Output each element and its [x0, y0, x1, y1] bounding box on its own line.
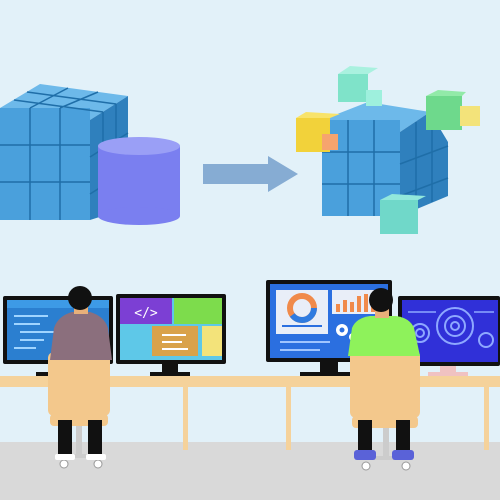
database-cylinder [98, 137, 180, 225]
floor [0, 442, 500, 500]
cube-right-top [322, 102, 430, 132]
cylinder-body [98, 146, 180, 216]
cube-right-side [400, 112, 448, 216]
person-left [48, 286, 112, 469]
cylinder-bottom [98, 207, 180, 225]
chair-back [48, 352, 110, 416]
desk-leg [484, 386, 489, 450]
block-teal-bottom [380, 194, 426, 234]
block-teal-top [338, 66, 378, 102]
cube-right-grid [322, 120, 449, 216]
desk [0, 376, 500, 450]
monitor-gears [398, 296, 500, 376]
arrow-right-icon [203, 156, 298, 192]
desk-leg [183, 386, 188, 450]
donut-chart-icon [287, 293, 317, 323]
gear-icon [410, 307, 494, 348]
cube-left-front [0, 108, 90, 220]
code-icon: </> [134, 306, 158, 321]
block-green [426, 90, 466, 130]
cylinder-top [98, 137, 180, 155]
desk-top [0, 376, 500, 387]
chair-back [350, 350, 420, 418]
monitor-code-panels: </> [116, 294, 226, 376]
block-orange-small [322, 134, 338, 150]
code-panel [120, 298, 172, 324]
block-yellow-small [460, 106, 480, 126]
block-mint-small [366, 90, 382, 106]
data-cube-right [296, 66, 480, 234]
chair-stem [76, 426, 82, 458]
chair-stem [383, 428, 389, 460]
person-right [348, 288, 420, 471]
desk-leg [286, 386, 291, 450]
